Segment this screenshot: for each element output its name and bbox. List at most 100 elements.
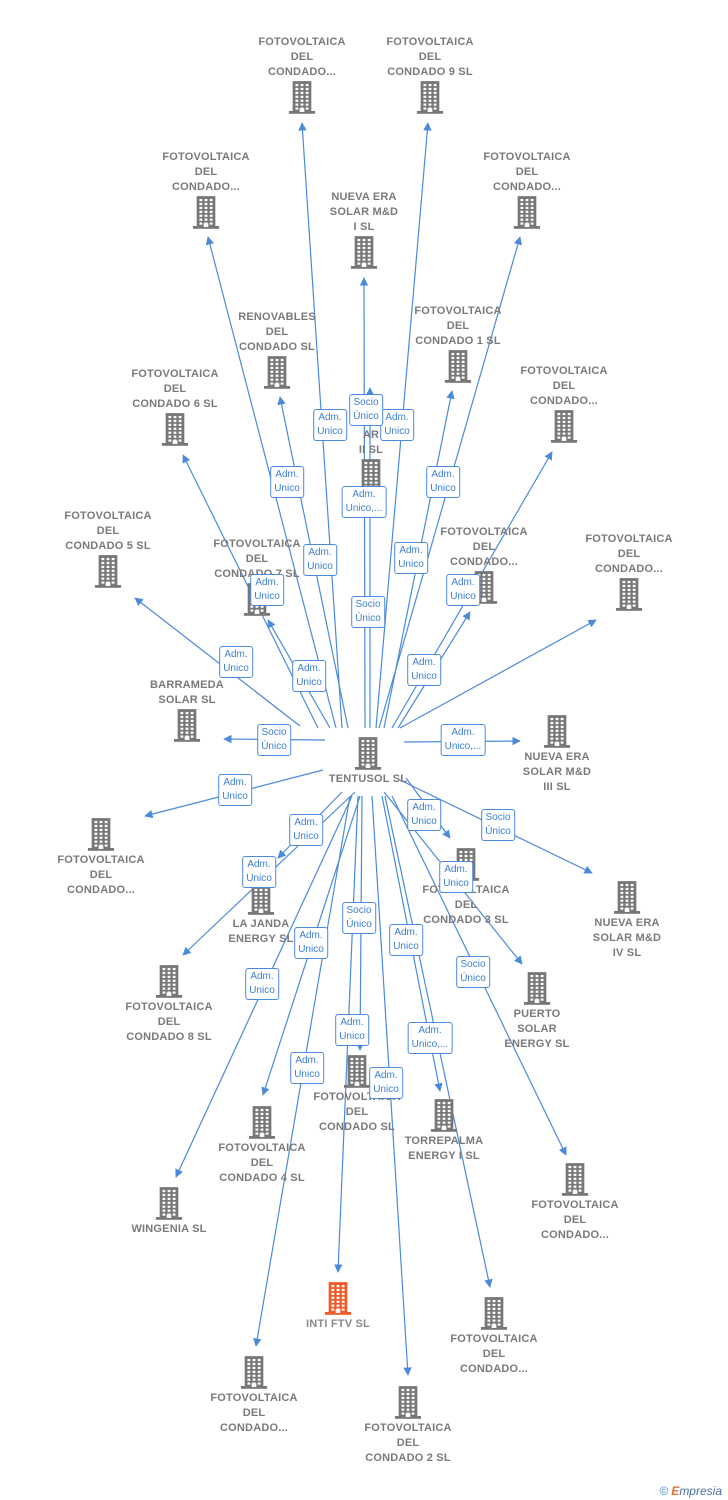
company-name: FOTOVOLTAICA DEL CONDADO... [162, 151, 250, 193]
company-node[interactable]: INTI FTV SL [278, 1281, 398, 1332]
company-name: RENOVABLES DEL CONDADO SL [238, 311, 316, 353]
company-name: FOTOVOLTAICA DEL CONDADO... [440, 526, 528, 568]
company-node[interactable]: FOTOVOLTAICA DEL CONDADO... [194, 1355, 314, 1436]
company-name: FOTOVOLTAICA DEL CONDADO... [585, 533, 673, 575]
relation-label: Adm. Unico [389, 924, 423, 956]
company-node[interactable]: FOTOVOLTAICA DEL CONDADO... [146, 150, 266, 229]
company-name: WINGENIA SL [131, 1223, 207, 1235]
company-name: FOTOVOLTAICA DEL CONDADO 4 SL [218, 1142, 306, 1184]
relation-label: Adm. Unico [245, 968, 279, 1000]
building-icon [615, 578, 643, 611]
relation-label: Socio Único [351, 596, 385, 628]
relation-edge [399, 619, 597, 729]
relation-label: Adm. Unico [250, 574, 284, 606]
building-icon [161, 413, 189, 446]
relation-label: Adm. Unico [218, 774, 252, 806]
company-name: PUERTO SOLAR ENERGY SL [504, 1008, 570, 1050]
building-icon [248, 1106, 276, 1139]
relation-label: Socio Único [349, 394, 383, 426]
company-name: FOTOVOLTAICA DEL CONDADO 2 SL [364, 1422, 452, 1464]
company-name: FOTOVOLTAICA DEL CONDADO... [450, 1333, 538, 1375]
company-name: TORREPALMA ENERGY I SL [404, 1135, 484, 1162]
footer-brand: ©Empresia [659, 1484, 722, 1498]
company-node[interactable]: FOTOVOLTAICA DEL CONDADO... [41, 817, 161, 898]
company-node[interactable]: FOTOVOLTAICA DEL CONDADO... [424, 525, 544, 604]
relation-label: Socio Único [481, 809, 515, 841]
relation-label: Adm. Unico [303, 544, 337, 576]
building-icon [94, 555, 122, 588]
company-node-center[interactable]: TENTUSOL SL [308, 736, 428, 787]
company-name: FOTOVOLTAICA DEL CONDADO... [57, 854, 145, 896]
relation-label: Socio Único [257, 724, 291, 756]
company-node[interactable]: TORREPALMA ENERGY I SL [384, 1098, 504, 1164]
company-node[interactable]: NUEVA ERA SOLAR M&D IV SL [567, 880, 687, 961]
building-icon [394, 1386, 422, 1419]
building-icon [550, 410, 578, 443]
building-icon [430, 1099, 458, 1132]
company-node[interactable]: FOTOVOLTAICA DEL CONDADO... [515, 1162, 635, 1243]
building-icon [354, 737, 382, 770]
company-name: FOTOVOLTAICA DEL CONDADO 9 SL [386, 36, 474, 78]
company-node[interactable]: FOTOVOLTAICA DEL CONDADO... [569, 532, 689, 611]
building-icon [87, 818, 115, 851]
company-node[interactable]: FOTOVOLTAICA DEL CONDADO... [434, 1296, 554, 1377]
company-node[interactable]: BARRAMEDA SOLAR SL [127, 678, 247, 742]
building-icon [523, 972, 551, 1005]
building-icon [173, 709, 201, 742]
company-node[interactable]: NUEVA ERA SOLAR M&D III SL [497, 714, 617, 795]
building-icon [263, 356, 291, 389]
company-node[interactable]: RENOVABLES DEL CONDADO SL [217, 310, 337, 389]
brand-name: mpresia [679, 1484, 722, 1498]
company-name: FOTOVOLTAICA DEL CONDADO... [483, 151, 571, 193]
company-node[interactable]: FOTOVOLTAICA DEL CONDADO 8 SL [109, 964, 229, 1045]
relation-label: Adm. Unico,... [341, 486, 387, 518]
building-icon [192, 196, 220, 229]
company-node[interactable]: WINGENIA SL [109, 1186, 229, 1237]
company-name: FOTOVOLTAICA DEL CONDADO... [531, 1199, 619, 1241]
copyright-symbol: © [659, 1484, 669, 1498]
relation-label: Adm. Unico [270, 466, 304, 498]
company-node[interactable]: FOTOVOLTAICA DEL CONDADO 6 SL [115, 367, 235, 446]
company-node[interactable]: FOTOVOLTAICA DEL CONDADO 5 SL [48, 509, 168, 588]
company-name: BARRAMEDA SOLAR SL [150, 679, 224, 706]
relation-label: Adm. Unico [369, 1067, 403, 1099]
company-node[interactable]: PUERTO SOLAR ENERGY SL [477, 971, 597, 1052]
company-name: FOTOVOLTAICA DEL CONDADO 6 SL [131, 368, 219, 410]
relation-label: Adm. Unico [446, 574, 480, 606]
company-name: TENTUSOL SL [328, 773, 408, 785]
relation-label: Adm. Unico [335, 1014, 369, 1046]
company-node[interactable]: FOTOVOLTAICA DEL CONDADO... [504, 364, 624, 443]
building-icon [155, 965, 183, 998]
company-node[interactable]: LA JANDA ENERGY SL [201, 881, 321, 947]
relation-label: Adm. Unico [289, 814, 323, 846]
company-name: NUEVA ERA SOLAR M&D III SL [522, 751, 592, 793]
company-node[interactable]: FOTOVOLTAICA DEL CONDADO... [467, 150, 587, 229]
relation-label: Adm. Unico [290, 1052, 324, 1084]
company-node[interactable]: FOTOVOLTAICA DEL CONDADO 4 SL [202, 1105, 322, 1186]
building-icon [343, 1055, 371, 1088]
relation-label: Adm. Unico [380, 409, 414, 441]
company-name: LA JANDA ENERGY SL [228, 918, 294, 945]
building-icon [247, 882, 275, 915]
building-icon [288, 81, 316, 114]
relation-label: Socio Único [342, 902, 376, 934]
company-node[interactable]: FOTOVOLTAICA DEL CONDADO 9 SL [370, 35, 490, 114]
company-name: NUEVA ERA SOLAR M&D IV SL [592, 917, 662, 959]
relation-label: Adm. Unico [439, 861, 473, 893]
relation-label: Adm. Unico [313, 409, 347, 441]
company-node[interactable]: FOTOVOLTAICA DEL CONDADO 2 SL [348, 1385, 468, 1466]
company-name: FOTOVOLTAICA DEL CONDADO 1 SL [414, 305, 502, 347]
company-node[interactable]: NUEVA ERA SOLAR M&D I SL [304, 190, 424, 269]
building-icon [324, 1282, 352, 1315]
company-name: FOTOVOLTAICA DEL CONDADO 5 SL [64, 510, 152, 552]
company-node[interactable]: FOTOVOLTAICA DEL CONDADO 1 SL [398, 304, 518, 383]
relation-label: Adm. Unico [407, 654, 441, 686]
relation-label: Adm. Unico [394, 542, 428, 574]
building-icon [561, 1163, 589, 1196]
relation-label: Adm. Unico [292, 660, 326, 692]
building-icon [240, 1356, 268, 1389]
relation-label: Adm. Unico,... [440, 724, 486, 756]
company-node[interactable]: FOTOVOLTAICA DEL CONDADO... [242, 35, 362, 114]
brand-initial: E [671, 1484, 680, 1498]
building-icon [444, 350, 472, 383]
